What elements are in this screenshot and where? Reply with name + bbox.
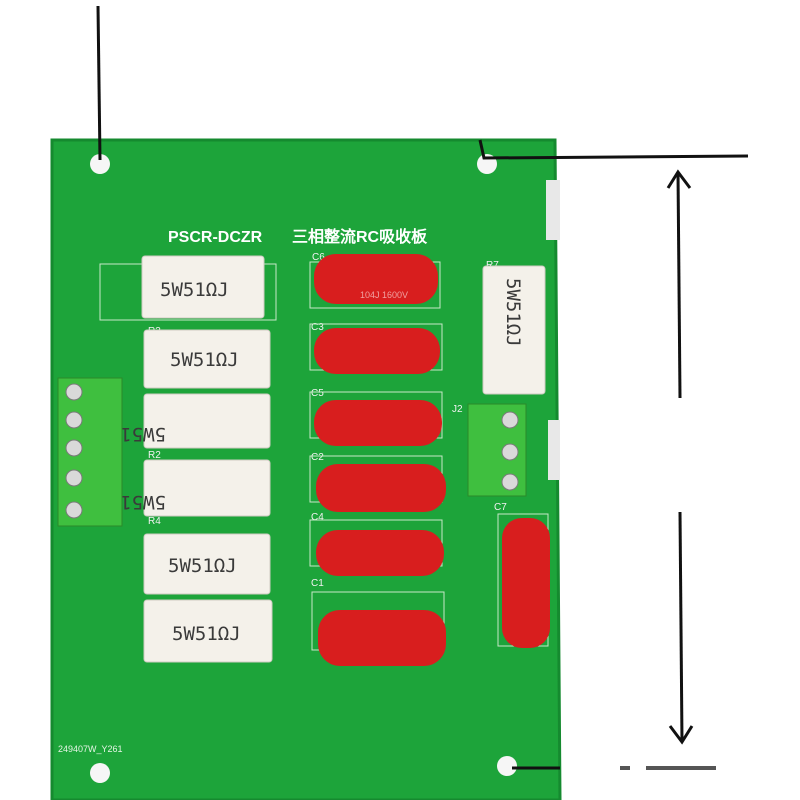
mounting-hole — [90, 154, 110, 174]
svg-text:C4: C4 — [311, 512, 324, 523]
resistor-r3: R3 5W51ΩJ — [143, 326, 271, 389]
svg-text:C6: C6 — [312, 252, 325, 263]
svg-text:5W51ΩJ: 5W51ΩJ — [160, 279, 229, 301]
svg-text:C1: C1 — [311, 578, 324, 589]
capacitor-c2: C2 — [309, 452, 446, 512]
svg-text:C7: C7 — [494, 502, 507, 513]
capacitor-c6: C6 104J 1600V — [309, 252, 441, 309]
capacitor-c7: C7 — [494, 502, 550, 648]
svg-text:104J 1600V: 104J 1600V — [360, 290, 408, 300]
board-title: 三相整流RC吸收板 — [292, 227, 428, 246]
capacitor-c1: C1 — [311, 578, 446, 666]
svg-text:R2: R2 — [148, 450, 161, 461]
capacitor-c4: C4 — [309, 512, 444, 576]
resistor-r4: R4 5W51ΩJ — [143, 516, 271, 595]
svg-text:C3: C3 — [311, 322, 324, 333]
dimension-annotations — [96, 5, 749, 770]
svg-text:5W51ΩJ: 5W51ΩJ — [168, 555, 237, 577]
board-model: PSCR-DCZR — [168, 229, 263, 246]
terminal-block-j1 — [57, 377, 123, 527]
svg-text:C5: C5 — [311, 388, 324, 399]
svg-text:R4: R4 — [148, 516, 161, 527]
svg-text:5W51ΩJ: 5W51ΩJ — [172, 623, 241, 645]
mounting-hole — [497, 756, 517, 776]
capacitor-c3: C3 — [309, 322, 443, 374]
board-serial: 249407W_Y261 — [58, 744, 123, 754]
resistor-r7: R7 5W51ΩJ — [482, 260, 546, 395]
terminal-block-j2: J2 — [452, 403, 527, 497]
mounting-hole — [90, 763, 110, 783]
resistor-r6: 5W51ΩJ — [143, 599, 273, 663]
svg-text:J2: J2 — [452, 404, 463, 415]
svg-text:C2: C2 — [311, 452, 324, 463]
svg-text:5W51ΩJ: 5W51ΩJ — [170, 349, 239, 371]
resistor-r5: 5W51ΩJ — [99, 255, 277, 321]
svg-text:5W51ΩJ: 5W51ΩJ — [502, 278, 524, 347]
capacitor-c5: C5 — [309, 388, 443, 446]
